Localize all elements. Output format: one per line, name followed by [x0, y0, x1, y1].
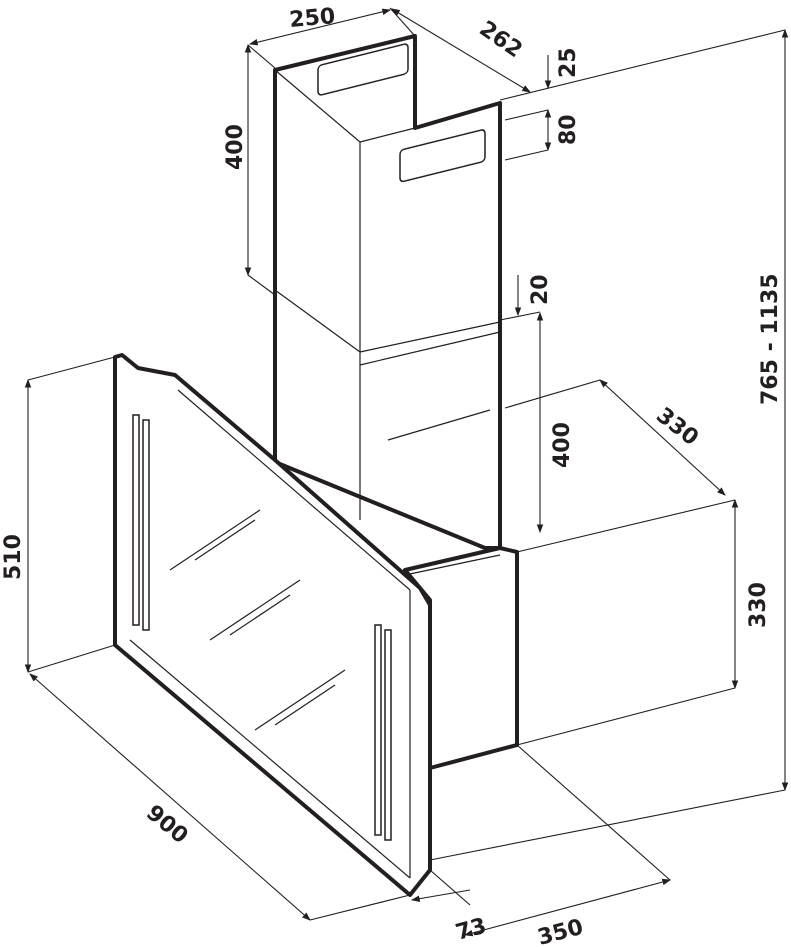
glass-panel: [113, 353, 432, 897]
label-total-height: 765 - 1135: [758, 273, 783, 405]
label-top-offset: 25: [556, 47, 581, 78]
label-total-depth: 350: [535, 915, 586, 947]
label-panel-offset: 73: [453, 914, 489, 946]
left-led-strip: [132, 414, 150, 631]
label-box-depth: 330: [651, 403, 703, 451]
right-led-strip: [374, 624, 392, 841]
lower-vent-slots: [399, 129, 486, 183]
label-box-height: 330: [746, 582, 771, 628]
label-lower-chimney-height: 400: [550, 422, 575, 468]
label-vent-height: 80: [556, 114, 581, 145]
label-panel-height: 510: [1, 534, 26, 580]
label-upper-chimney-height: 400: [223, 124, 248, 170]
chimney: [273, 34, 502, 550]
label-overlap: 20: [528, 274, 553, 305]
label-chimney-depth: 262: [475, 16, 527, 63]
label-chimney-width: 250: [288, 4, 336, 33]
extension-lines: [27, 7, 786, 921]
label-panel-width: 900: [141, 800, 192, 849]
dimension-lines: [24, 8, 789, 937]
